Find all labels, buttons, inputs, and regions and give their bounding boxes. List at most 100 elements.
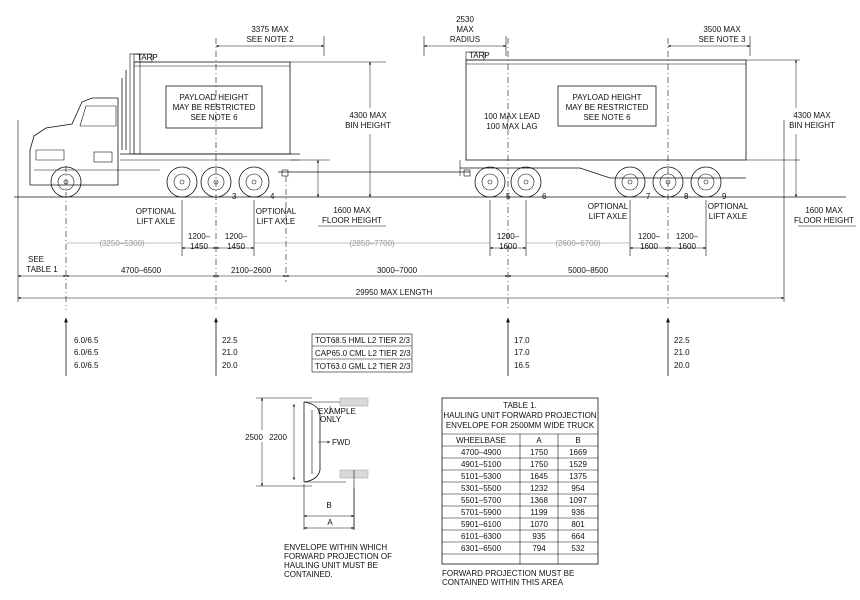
lead-load-2: 17.0 [514,348,530,357]
grey-ranges: (3250–5300) (2850–7700) (2600–6700) [66,239,630,248]
opt-lift-2-b: LIFT AXLE [257,217,296,226]
table-cell: 5301–5500 [461,484,502,493]
table-cell: 936 [571,508,585,517]
truck-bin: TARP PAYLOAD HEIGHT MAY BE RESTRICTED SE… [120,53,470,173]
table-cell: 1645 [530,472,548,481]
opt-lift-3-a: OPTIONAL [588,202,629,211]
steer-load-3: 6.0/6.5 [74,361,99,370]
axle-number-5: 5 [506,192,511,201]
truck-floor-height-label: FLOOR HEIGHT [322,216,382,225]
grey-range-3: (2600–6700) [555,239,601,248]
opt-lift-1-a: OPTIONAL [136,207,177,216]
table-cell: 1097 [569,496,587,505]
spacing-1-a: 1200– [188,232,211,241]
opt-lift-2-a: OPTIONAL [256,207,297,216]
truck-payload-line-1: PAYLOAD HEIGHT [179,93,248,102]
table-cell: 794 [532,544,546,553]
table-cell: 1199 [530,508,548,517]
table-cell: 5901–6100 [461,520,502,529]
table-cell: 4901–5100 [461,460,502,469]
envelope-note-3: HAULING UNIT MUST BE [284,561,378,570]
axle-spacing-dimensions: 1200– 1450 1200– 1450 1200– 1600 1200– 1… [181,232,707,251]
axle-number-3: 3 [232,192,237,201]
table-header-b: B [575,436,580,445]
wheelbase-dimensions: SEE TABLE 1 4700–6500 2100–2600 3000–700… [17,255,785,300]
steer-load-1: 6.0/6.5 [74,336,99,345]
table-title-2: HAULING UNIT FORWARD PROJECTION [443,411,596,420]
wheelbase-1: 4700–6500 [121,266,162,275]
lead-load-1: 17.0 [514,336,530,345]
table-cell: 1750 [530,448,548,457]
table-cell: 1529 [569,460,587,469]
drive-load-3: 20.0 [222,361,238,370]
table-note-1: FORWARD PROJECTION MUST BE [442,569,574,578]
table-row: 5101–5300 1645 1375 [461,472,587,481]
spacing-2-a: 1200– [225,232,248,241]
wheel-5 [474,166,506,198]
table-note-2: CONTAINED WITHIN THIS AREA [442,578,564,587]
example-label-2: ONLY [320,415,342,424]
table-cell: 4700–4900 [461,448,502,457]
wheel-9 [690,166,722,198]
trailer-tarp-label: TARP [469,51,490,60]
truck-payload-line-2: MAY BE RESTRICTED [173,103,256,112]
trailer-lag-label: 100 MAX LAG [486,122,537,131]
envelope-detail: 2500 2200 EXAMPLE ONLY FWD B A ENVELOPE … [238,397,392,579]
drive-load-2: 21.0 [222,348,238,357]
table-cell: 1375 [569,472,587,481]
wheelbase-2: 2100–2600 [231,266,272,275]
wheelbase-4: 5000–8500 [568,266,609,275]
axle-number-6: 6 [542,192,547,201]
envelope-note-2: FORWARD PROJECTION OF [284,552,392,561]
table-title-3: ENVELOPE FOR 2500MM WIDE TRUCK [446,421,595,430]
table-cell: 5501–5700 [461,496,502,505]
opt-lift-4-b: LIFT AXLE [709,212,748,221]
total-weight-1: TOT68.5 HML L2 TIER 2/3 [315,336,411,345]
table-cell: 1070 [530,520,548,529]
envelope-note-1: ENVELOPE WITHIN WHICH [284,543,387,552]
trailer: TARP PAYLOAD HEIGHT MAY BE RESTRICTED SE… [459,51,747,179]
trailer-payload-line-2: MAY BE RESTRICTED [566,103,649,112]
rear-overhang-2-value: 3500 MAX [703,25,741,34]
table-cell: 5701–5900 [461,508,502,517]
truck-cab [29,53,160,186]
table-row: 5901–6100 1070 801 [461,520,585,529]
grey-range-1: (3250–5300) [99,239,145,248]
table-row: 6301–6500 794 532 [461,544,585,553]
table-cell: 1669 [569,448,587,457]
wheel-2 [166,166,198,198]
wheelbase-3: 3000–7000 [377,266,418,275]
spacing-2-b: 1450 [227,242,245,251]
fwd-label: FWD [332,438,350,447]
opt-lift-3-b: LIFT AXLE [589,212,628,221]
truck-floor-height-value: 1600 MAX [333,206,371,215]
table-row: 5701–5900 1199 936 [461,508,585,517]
trailer-bin-height-value: 4300 MAX [793,111,831,120]
rear-load-3: 20.0 [674,361,690,370]
axle-number-7: 7 [646,192,651,201]
drive-load-1: 22.5 [222,336,238,345]
wheel-4 [238,166,270,198]
radius-max: MAX [456,25,474,34]
example-label-1: EXAMPLE [318,407,356,416]
rear-load-2: 21.0 [674,348,690,357]
table-header-a: A [536,436,542,445]
wheel-6 [510,166,542,198]
opt-lift-1-b: LIFT AXLE [137,217,176,226]
lead-load-3: 16.5 [514,361,530,370]
rear-load-1: 22.5 [674,336,690,345]
steer-load-2: 6.0/6.5 [74,348,99,357]
table-cell: 935 [532,532,546,541]
opt-lift-4-a: OPTIONAL [708,202,749,211]
rear-overhang-1-value: 3375 MAX [251,25,289,34]
trailer-bin-height-label: BIN HEIGHT [789,121,835,130]
trailer-floor-height-label: FLOOR HEIGHT [794,216,854,225]
trailer-payload-line-3: SEE NOTE 6 [583,113,631,122]
spacing-5-a: 1200– [676,232,699,241]
table-cell: 6301–6500 [461,544,502,553]
see-table-b: TABLE 1 [26,265,58,274]
table-cell: 1368 [530,496,548,505]
radius-label: RADIUS [450,35,480,44]
table-cell: 664 [571,532,585,541]
